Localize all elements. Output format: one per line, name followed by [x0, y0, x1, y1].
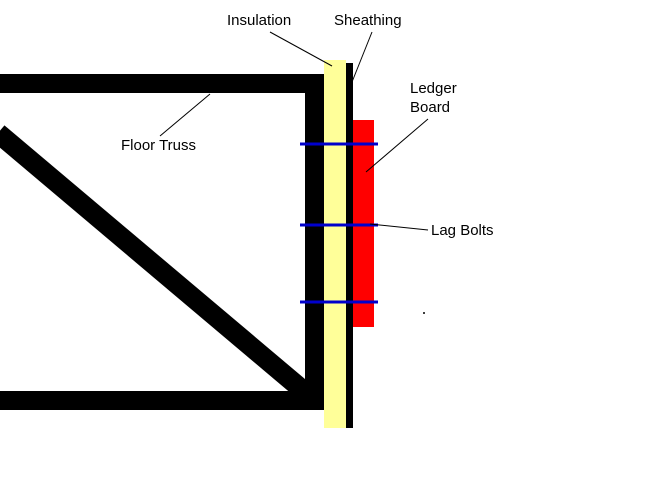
lag-bolts	[300, 142, 378, 304]
truss-bottom-chord	[0, 391, 324, 410]
ledger-board-label-line2: Board	[410, 99, 450, 116]
ledger-board-label-line1: Ledger	[410, 80, 457, 97]
sheathing-label: Sheathing	[334, 12, 402, 29]
stray-dot	[423, 312, 425, 314]
floor-truss-leader	[159, 93, 211, 137]
leader-lines	[159, 31, 429, 231]
truss-diagonal-web	[0, 125, 319, 406]
insulation-leader	[269, 31, 333, 67]
ledger-board-leader	[365, 118, 429, 173]
floor-truss	[0, 74, 324, 410]
lag-bolts-leader	[369, 223, 429, 231]
insulation-layer	[324, 60, 346, 428]
lag-bolts-label: Lag Bolts	[431, 222, 494, 239]
insulation-label: Insulation	[227, 12, 291, 29]
truss-top-chord	[0, 74, 324, 93]
sheathing-leader	[351, 31, 373, 83]
floor-truss-label: Floor Truss	[121, 137, 196, 154]
truss-end-post	[305, 74, 324, 410]
sheathing-layer	[346, 63, 353, 428]
